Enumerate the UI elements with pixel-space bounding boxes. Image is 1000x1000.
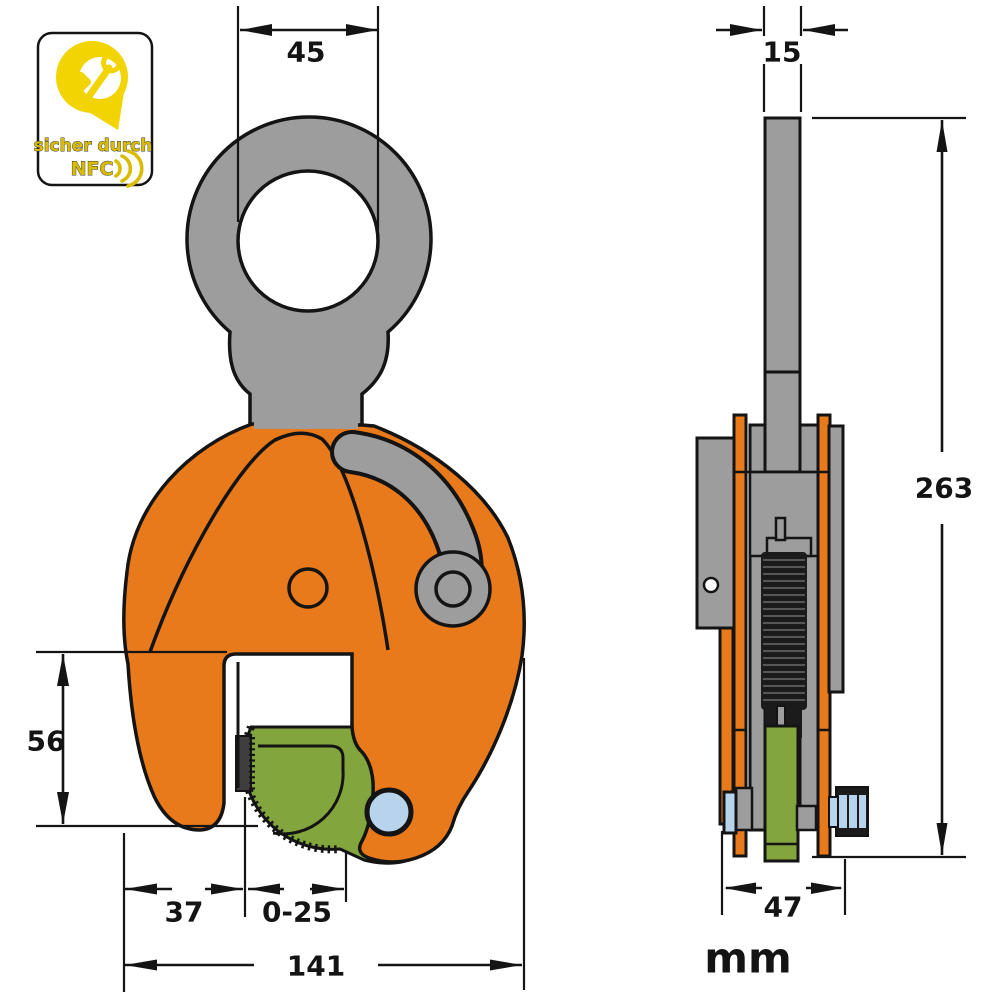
dimension-141: 141 <box>125 658 526 990</box>
arrowhead-right <box>211 883 243 895</box>
suspension-bar <box>763 116 802 474</box>
arrowhead-left <box>125 959 157 971</box>
logo-badge: sicher durch NFC <box>33 31 154 188</box>
dim-label: 45 <box>287 36 326 69</box>
arrowhead-down <box>936 823 948 855</box>
dim-label: 56 <box>27 725 66 758</box>
nut-facet-3 <box>859 795 866 828</box>
dimension-grip-range: 0-25 <box>248 851 348 929</box>
foot-right <box>795 804 818 832</box>
dim-label: 37 <box>165 896 204 929</box>
dimension-263: 263 <box>812 116 973 859</box>
bolt-washer <box>828 796 839 828</box>
arrowhead-right <box>346 24 378 36</box>
dim-label: 0-25 <box>262 896 332 929</box>
logo-brand: NFC <box>71 158 114 180</box>
eye-hole <box>236 169 380 313</box>
dim-label: 263 <box>915 472 973 505</box>
units-label: mm <box>704 934 792 983</box>
cam-pivot-pin <box>364 787 414 837</box>
dimension-47: 47 <box>720 831 847 924</box>
dimension-37: 37 <box>122 797 247 992</box>
dim-label: 47 <box>764 891 803 924</box>
nut-facet-2 <box>849 795 857 828</box>
arrowhead-up <box>57 654 69 686</box>
cam-bar-side <box>763 724 800 863</box>
seat-pin <box>774 516 787 542</box>
body-inner-plate-line <box>148 431 390 653</box>
dim-label: 15 <box>763 36 802 69</box>
arrowhead-right <box>312 883 344 895</box>
arrowhead-down <box>57 792 69 824</box>
dim-label: 141 <box>287 950 345 983</box>
nfc-waves-icon <box>114 149 144 188</box>
foot-left <box>734 786 754 832</box>
bracket-hole <box>702 576 720 594</box>
front-view <box>122 115 526 865</box>
arrowhead-right <box>730 24 762 36</box>
nut-facet-1 <box>839 795 847 828</box>
body-hole <box>287 567 329 609</box>
fixed-jaw-pad <box>235 735 252 792</box>
wrench-icon <box>70 54 122 103</box>
latch-bracket <box>695 436 736 630</box>
outer-plate-right <box>827 424 845 694</box>
shank-junction-patch <box>254 420 358 429</box>
clamp-body <box>122 422 526 864</box>
dimension-15: 15 <box>716 6 848 112</box>
spring <box>761 552 807 710</box>
lever-pivot-pin <box>434 570 472 608</box>
logo-tagline: sicher durch <box>34 136 153 156</box>
arrowhead-left <box>240 24 272 36</box>
arrowhead-left <box>248 883 280 895</box>
side-view <box>695 116 869 863</box>
arrowhead-left <box>724 882 756 894</box>
arrowhead-up <box>936 120 948 152</box>
arrowhead-right <box>490 959 522 971</box>
cam-teeth <box>240 725 341 854</box>
dimension-45: 45 <box>236 6 380 230</box>
spring-coils <box>763 559 805 701</box>
dimension-56: 56 <box>27 650 258 828</box>
spacer-left <box>722 790 738 835</box>
arrowhead-right <box>811 882 843 894</box>
arrowhead-left <box>125 883 157 895</box>
arrowhead-left <box>803 24 835 36</box>
cam-inner-detail <box>258 744 345 836</box>
